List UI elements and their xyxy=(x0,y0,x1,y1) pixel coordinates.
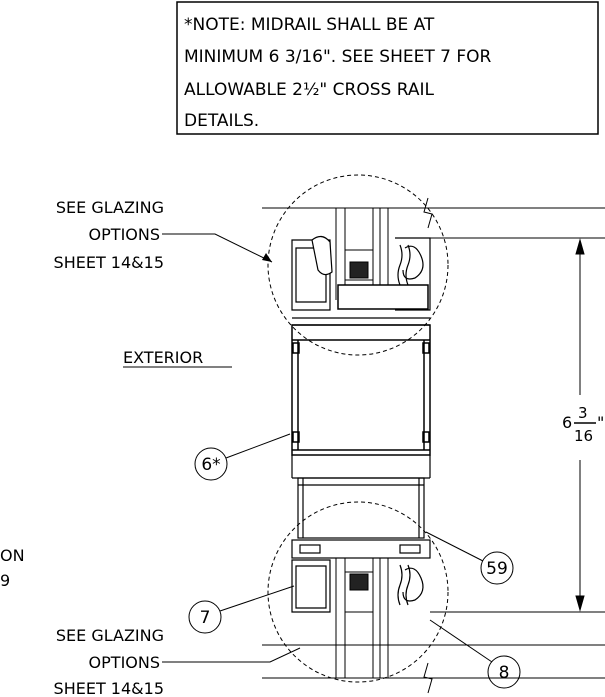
partial-label-line-2: 9 xyxy=(0,571,10,590)
top-detail-circle xyxy=(267,174,449,356)
lower-block xyxy=(291,455,431,539)
dimension-numerator: 3 xyxy=(578,404,588,422)
part-tag-8-text: 8 xyxy=(499,663,510,683)
glazing-top-line-3: SHEET 14&15 xyxy=(54,253,164,272)
part-tag-6: 6* xyxy=(194,433,291,481)
dimension-line xyxy=(575,238,585,612)
glazing-bottom-line-3: SHEET 14&15 xyxy=(54,679,164,697)
bottom-detail-circle xyxy=(267,501,449,683)
midrail-body xyxy=(291,324,431,456)
infill-lines xyxy=(262,197,605,694)
note-line-4: DETAILS. xyxy=(184,111,259,131)
partial-label-line-1: ON xyxy=(0,546,25,565)
bottom-glazing-pane xyxy=(335,558,389,678)
dimension-whole: 6 xyxy=(562,413,572,432)
callout-glazing-bottom: SEE GLAZING OPTIONS SHEET 14&15 xyxy=(54,626,301,697)
dimension-denominator: 16 xyxy=(574,427,593,445)
glazing-top-line-2: OPTIONS xyxy=(89,225,160,244)
top-glazing-pane xyxy=(335,208,429,310)
glazing-bottom-line-2: OPTIONS xyxy=(89,653,160,672)
glazing-top-leader xyxy=(162,233,273,263)
note-box: *NOTE: MIDRAIL SHALL BE AT MINIMUM 6 3/1… xyxy=(176,1,599,135)
note-line-3: ALLOWABLE 2½" CROSS RAIL xyxy=(184,80,434,100)
part-tag-59-text: 59 xyxy=(486,559,508,579)
part-tag-7-text: 7 xyxy=(200,608,211,628)
note-line-1: *NOTE: MIDRAIL SHALL BE AT xyxy=(184,15,435,35)
note-border xyxy=(176,1,599,135)
part-tag-7: 7 xyxy=(188,585,295,634)
dimension-unit: " xyxy=(597,413,604,432)
bottom-frame-profile xyxy=(291,539,431,613)
glazing-bottom-leader xyxy=(162,647,301,663)
glazing-top-line-1: SEE GLAZING xyxy=(56,198,164,217)
detail-circles xyxy=(267,174,449,683)
part-tag-8: 8 xyxy=(429,619,521,689)
callout-glazing-top: SEE GLAZING OPTIONS SHEET 14&15 xyxy=(54,198,273,272)
exterior-label: EXTERIOR xyxy=(123,348,203,367)
part-tag-6-text: 6* xyxy=(201,455,220,475)
note-line-2: MINIMUM 6 3/16". SEE SHEET 7 FOR xyxy=(184,47,492,67)
part-tag-59: 59 xyxy=(425,531,514,585)
glazing-bottom-line-1: SEE GLAZING xyxy=(56,626,164,645)
